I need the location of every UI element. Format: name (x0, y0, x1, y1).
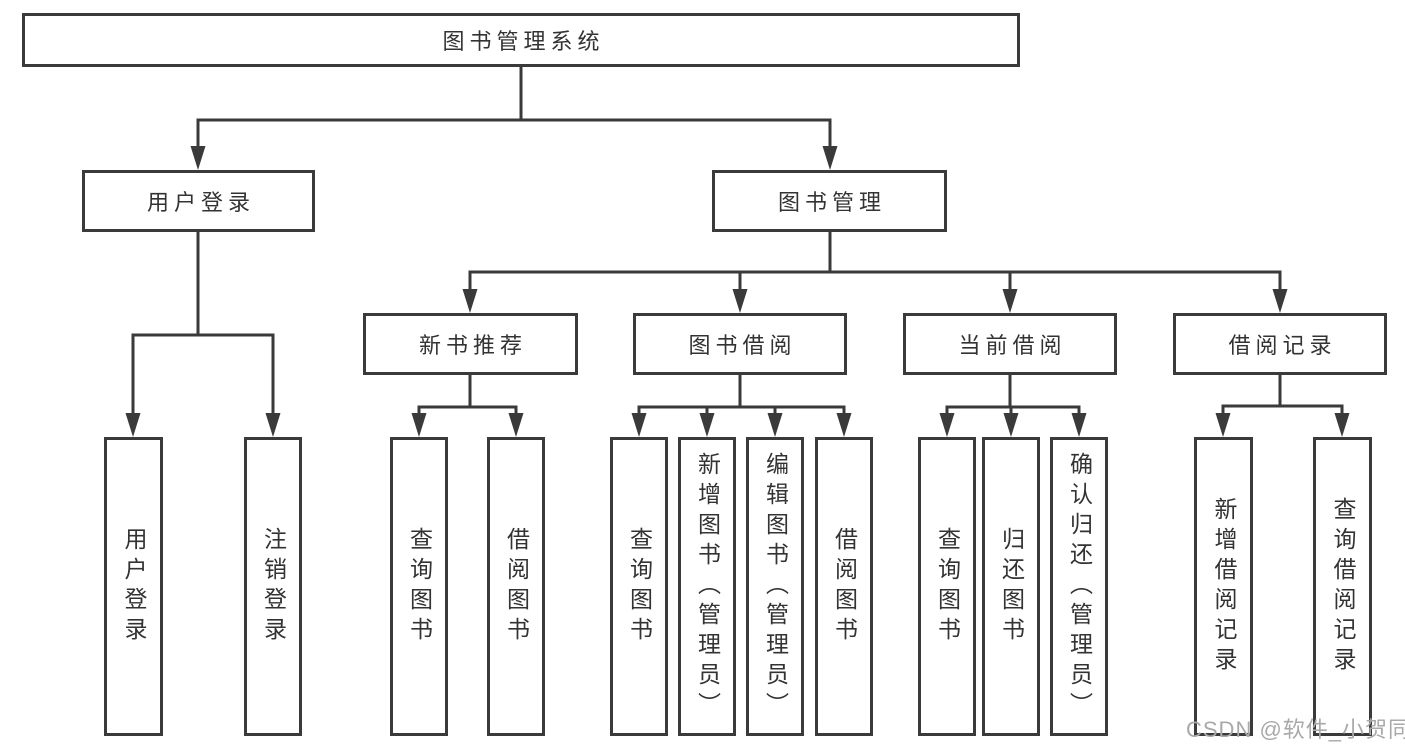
node-label: 借阅记录 (1228, 333, 1337, 358)
leaf-query-books-borrow: 查询图书 (610, 437, 668, 736)
node-current-borrow: 当前借阅 (903, 313, 1117, 375)
csdn-watermark: CSDN @软件_小贺同学 (1186, 717, 1405, 742)
leaf-label: 查询图书 (934, 526, 961, 647)
leaf-label: 新增图书（管理员） (694, 451, 721, 722)
leaf-label: 归还图书 (998, 526, 1025, 647)
leaf-label: 查询图书 (626, 526, 653, 647)
leaf-label: 借阅图书 (503, 526, 530, 647)
node-label: 用户登录 (146, 190, 255, 215)
node-label: 图书管理系统 (442, 29, 605, 54)
leaf-add-book-admin: 新增图书（管理员） (678, 437, 736, 736)
leaf-label: 用户登录 (121, 526, 147, 647)
leaf-logout: 注销登录 (244, 437, 302, 736)
leaf-label: 新增借阅记录 (1211, 496, 1237, 677)
node-new-book-recommend: 新书推荐 (363, 313, 578, 375)
node-label: 新书推荐 (418, 333, 527, 358)
leaf-label: 查询借阅记录 (1330, 496, 1356, 677)
node-book-management: 图书管理 (712, 170, 947, 232)
leaf-label: 确认归还（管理员） (1066, 451, 1093, 722)
leaf-query-books-recommend: 查询图书 (390, 437, 448, 736)
node-book-borrow: 图书借阅 (633, 313, 847, 375)
leaf-label: 借阅图书 (831, 526, 858, 647)
arrowheads (125, 146, 1350, 437)
node-user-login: 用户登录 (82, 170, 315, 232)
leaf-query-borrow-record: 查询借阅记录 (1313, 437, 1372, 736)
leaf-label: 编辑图书（管理员） (762, 451, 789, 722)
leaf-edit-book-admin: 编辑图书（管理员） (746, 437, 804, 736)
leaf-borrow-books-recommend: 借阅图书 (487, 437, 545, 736)
node-label: 图书借阅 (688, 333, 797, 358)
leaf-add-borrow-record: 新增借阅记录 (1194, 437, 1253, 736)
leaf-query-books-current: 查询图书 (918, 437, 976, 736)
leaf-return-books: 归还图书 (982, 437, 1040, 736)
leaf-user-login: 用户登录 (104, 437, 163, 736)
leaf-label: 查询图书 (406, 526, 433, 647)
node-borrow-records: 借阅记录 (1173, 313, 1387, 375)
leaf-label: 注销登录 (260, 526, 287, 647)
node-root-system: 图书管理系统 (22, 13, 1020, 67)
node-label: 图书管理 (777, 190, 886, 215)
leaf-confirm-return-admin: 确认归还（管理员） (1050, 437, 1108, 736)
leaf-borrow-books-borrow: 借阅图书 (815, 437, 873, 736)
node-label: 当前借阅 (958, 333, 1067, 358)
